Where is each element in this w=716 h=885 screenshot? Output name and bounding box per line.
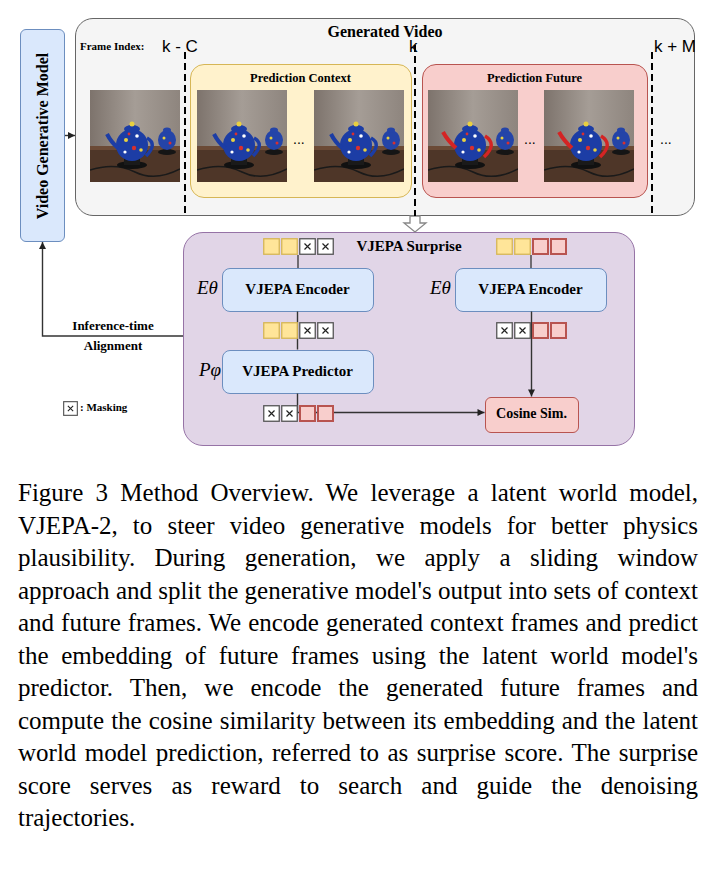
axis-title: Frame Index: [80, 40, 144, 52]
ellipsis: ... [524, 131, 536, 147]
arrow-head [68, 132, 75, 139]
frame-index: k + M [654, 37, 696, 57]
arrow-head [528, 390, 535, 397]
model-box: Video Generative Model [20, 29, 65, 242]
ellipsis: ... [293, 131, 305, 147]
ellipsis: ... [660, 131, 672, 147]
legend-text: : Masking [80, 401, 127, 413]
node-title: Prediction Future [423, 71, 647, 85]
encoder-box: VJEPA Encoder [455, 268, 607, 312]
encoder-box: VJEPA Encoder [222, 268, 374, 312]
connector-label: Inference-time Alignment [55, 316, 171, 356]
predictor-symbol: Pφ [199, 359, 221, 381]
node-title: Prediction Context [191, 71, 411, 85]
embedding-tokens [264, 239, 566, 422]
hollow-arrow [404, 216, 426, 232]
surprise-panel: VJEPA SurpriseVJEPA EncoderVJEPA Predict… [183, 232, 635, 446]
token-links [298, 255, 531, 268]
frame-index: k - C [162, 37, 198, 57]
node-title: VJEPA Encoder [478, 281, 582, 298]
arrow-head [478, 409, 485, 416]
video-frames [90, 90, 634, 182]
connector [65, 132, 75, 139]
encoder-symbol: Eθ [197, 277, 218, 299]
predictor-box: VJEPA Predictor [222, 350, 374, 394]
legend-mask-sample [64, 402, 78, 416]
node-title: VJEPA Encoder [245, 281, 349, 298]
node-title: VJEPA Predictor [242, 363, 353, 380]
frame-index-dividers [185, 45, 652, 216]
node-title: Video Generative Model [33, 52, 51, 218]
connector [404, 216, 426, 232]
figure-caption: Figure 3 Method Overview. We leverage a … [18, 477, 698, 835]
frame-index: k [409, 37, 418, 57]
similarity-box: Cosine Sim. [485, 397, 579, 433]
node-title: Cosine Sim. [496, 406, 567, 422]
encoder-symbol: Eθ [430, 277, 451, 299]
connector-line [531, 312, 532, 397]
arrow-head [39, 242, 46, 249]
